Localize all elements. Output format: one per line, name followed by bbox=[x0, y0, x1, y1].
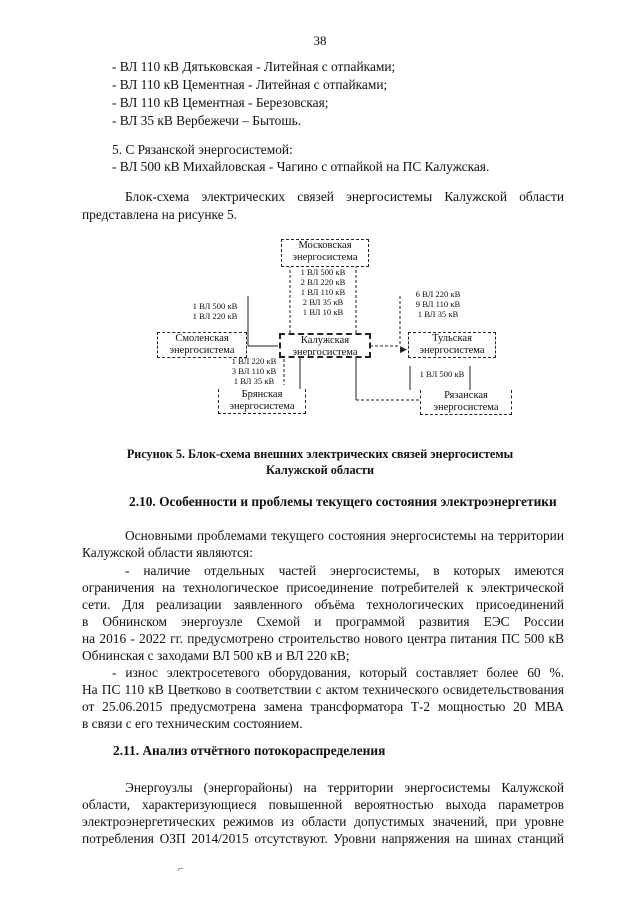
node-smolensk: Смоленская энергосистема bbox=[157, 332, 247, 358]
list-item: - ВЛ 110 кВ Цементная - Литейная с отпай… bbox=[112, 77, 388, 92]
arrow-icon: ▶ bbox=[400, 344, 407, 354]
link-label: 1 ВЛ 220 кВ bbox=[192, 311, 238, 321]
paragraph-line: в связи с его техническим состоянием. bbox=[82, 716, 303, 731]
node-tula-name: Тульская bbox=[432, 333, 472, 344]
paragraph-line: На ПС 110 кВ Цветково в соответствии с а… bbox=[82, 682, 564, 697]
node-smolensk-type: энергосистема bbox=[169, 345, 235, 356]
node-moscow-type: энергосистема bbox=[292, 252, 358, 263]
link-label: 1 ВЛ 10 кВ bbox=[302, 307, 344, 317]
node-moscow: Московская энергосистема bbox=[281, 239, 369, 267]
paragraph-line: - износ электросетевого оборудования, ко… bbox=[112, 665, 564, 680]
paragraph-line: области, характеризующиеся повышенной ве… bbox=[82, 797, 564, 812]
link-label: 2 ВЛ 35 кВ bbox=[302, 297, 344, 307]
figure-caption-line: Рисунок 5. Блок-схема внешних электричес… bbox=[126, 447, 514, 461]
node-bryansk-type: энергосистема bbox=[229, 401, 295, 412]
node-smolensk-name: Смоленская bbox=[175, 333, 229, 344]
link-label: 1 ВЛ 500 кВ bbox=[300, 267, 346, 277]
section-5-title: 5. С Рязанской энергосистемой: bbox=[112, 142, 293, 157]
paragraph-line: сети. Для реализации заявленного объёма … bbox=[82, 597, 564, 612]
paragraph-line: на 2016 - 2022 гг. предусмотрено строите… bbox=[82, 631, 564, 646]
links-bryansk: 1 ВЛ 220 кВ 3 ВЛ 110 кВ 1 ВЛ 35 кВ bbox=[225, 356, 283, 386]
link-label: 3 ВЛ 110 кВ bbox=[231, 366, 277, 376]
node-bryansk: Брянская энергосистема bbox=[218, 389, 306, 414]
links-moscow: 1 ВЛ 500 кВ 2 ВЛ 220 кВ 1 ВЛ 110 кВ 2 ВЛ… bbox=[291, 267, 355, 317]
link-label: 6 ВЛ 220 кВ bbox=[415, 289, 461, 299]
node-tula: Тульская энергосистема bbox=[408, 332, 496, 358]
scan-mark: ⌐ bbox=[178, 864, 184, 875]
list-item: - ВЛ 35 кВ Вербежечи – Бытошь. bbox=[112, 113, 302, 128]
node-kaluga-name: Калужская bbox=[300, 335, 350, 346]
node-ryazan: Рязанская энергосистема bbox=[420, 390, 512, 415]
node-ryazan-type: энергосистема bbox=[433, 402, 499, 413]
link-label: 1 ВЛ 500 кВ bbox=[419, 369, 465, 379]
link-label: 1 ВЛ 35 кВ bbox=[233, 376, 275, 386]
paragraph-line: от 25.06.2015 предусмотрена замена транс… bbox=[82, 699, 564, 714]
paragraph-line: Энергоузлы (энергорайоны) на территории … bbox=[125, 780, 564, 795]
link-label: 1 ВЛ 35 кВ bbox=[417, 309, 459, 319]
paragraph-line: представлена на рисунке 5. bbox=[82, 207, 238, 222]
paragraph-line: потребления ОЗП 2014/2015 отсутствуют. У… bbox=[82, 831, 564, 846]
links-tula: 6 ВЛ 220 кВ 9 ВЛ 110 кВ 1 ВЛ 35 кВ bbox=[407, 289, 469, 319]
node-kaluga-type: энергосистема bbox=[292, 347, 358, 358]
paragraph-line: в Обнинском энергоузле Схемой и программ… bbox=[82, 614, 564, 629]
page-number: 38 bbox=[313, 33, 327, 48]
paragraph-line: Блок-схема электрических связей энергоси… bbox=[125, 189, 564, 204]
link-label: 1 ВЛ 500 кВ bbox=[192, 301, 238, 311]
section-heading: 2.11. Анализ отчётного потокораспределен… bbox=[113, 743, 386, 758]
paragraph-line: электроэнергетических режимов из области… bbox=[82, 814, 564, 829]
list-item: - ВЛ 110 кВ Цементная - Березовская; bbox=[112, 95, 329, 110]
link-label: 1 ВЛ 110 кВ bbox=[300, 287, 346, 297]
list-item: - ВЛ 110 кВ Дятьковская - Литейная с отп… bbox=[112, 59, 396, 74]
link-label: 2 ВЛ 220 кВ bbox=[300, 277, 346, 287]
link-label: 9 ВЛ 110 кВ bbox=[415, 299, 461, 309]
node-kaluga: Калужская энергосистема bbox=[279, 333, 371, 358]
links-ryazan: 1 ВЛ 500 кВ bbox=[416, 369, 468, 379]
list-item: - ВЛ 500 кВ Михайловская - Чагино с отпа… bbox=[112, 159, 490, 174]
link-label: 1 ВЛ 220 кВ bbox=[231, 356, 277, 366]
paragraph-line: ограничения на технологическое присоедин… bbox=[82, 580, 564, 595]
section-heading: 2.10. Особенности и проблемы текущего со… bbox=[129, 494, 557, 509]
node-bryansk-name: Брянская bbox=[241, 389, 283, 400]
node-tula-type: энергосистема bbox=[419, 345, 485, 356]
paragraph-line: Обнинская с заходами ВЛ 500 кВ и ВЛ 220 … bbox=[82, 648, 350, 663]
paragraph-line: - наличие отдельных частей энергосистемы… bbox=[125, 563, 564, 578]
node-moscow-name: Московская bbox=[298, 240, 352, 251]
links-smolensk: 1 ВЛ 500 кВ 1 ВЛ 220 кВ bbox=[184, 301, 246, 321]
paragraph-line: Калужской области являются: bbox=[82, 545, 253, 560]
figure-caption-line: Калужской области bbox=[266, 463, 374, 477]
node-ryazan-name: Рязанская bbox=[444, 390, 488, 401]
paragraph-line: Основными проблемами текущего состояния … bbox=[125, 528, 564, 543]
